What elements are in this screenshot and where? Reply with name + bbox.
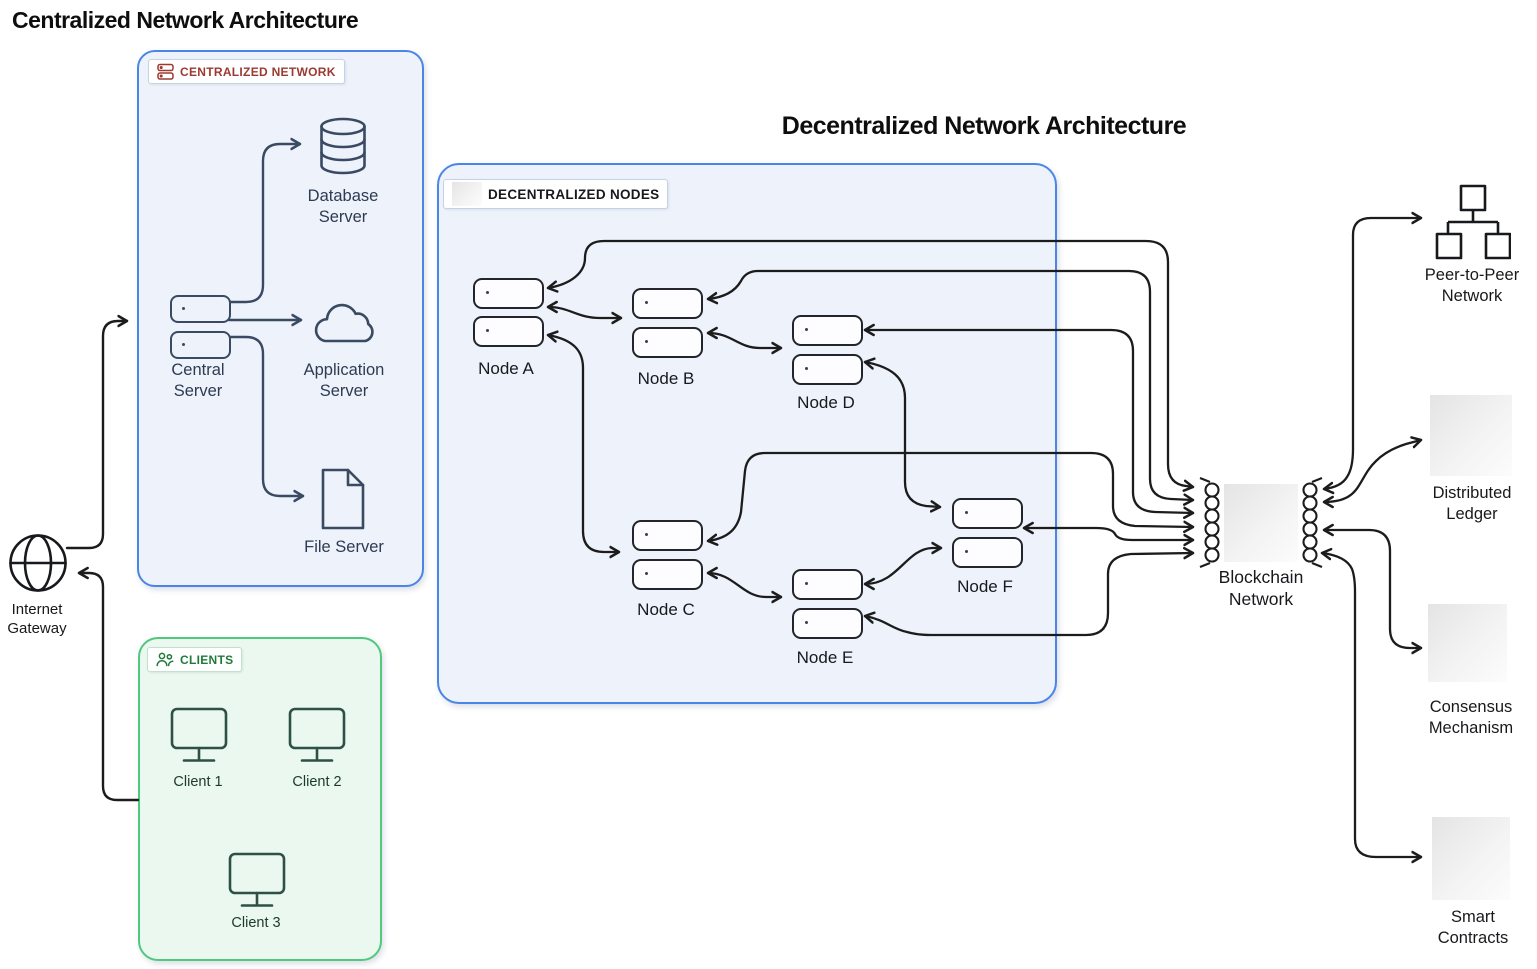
node-a-server-2 (473, 316, 544, 347)
node-d-label: Node D (797, 393, 855, 412)
blockchain-image-placeholder (1224, 484, 1298, 562)
node-e-server-1 (792, 569, 863, 600)
node-c-server-2 (632, 559, 703, 590)
smart-contracts-label: Smart Contracts (1437, 908, 1509, 947)
central-server-label: Central Server (171, 361, 225, 400)
centralized-group-label: CENTRALIZED NETWORK (148, 59, 345, 84)
internet-gateway-icon (7, 532, 69, 594)
application-server-label: Application Server (303, 361, 385, 400)
smart-contracts-placeholder (1432, 817, 1510, 900)
database-server-label: Database Server (307, 187, 379, 226)
decentralized-group-label-text: DECENTRALIZED NODES (488, 186, 660, 202)
node-c-server-1 (632, 520, 703, 551)
node-b-server-1 (632, 288, 703, 319)
node-c-label: Node C (637, 600, 695, 619)
consensus-mechanism-label: Consensus Mechanism (1428, 698, 1514, 737)
central-server-unit-2 (170, 331, 231, 359)
client-2-icon (288, 707, 346, 765)
client-1-icon (170, 707, 228, 765)
peer-to-peer-icon (1435, 184, 1511, 262)
node-d-server-1 (792, 315, 863, 346)
node-a-server-1 (473, 278, 544, 309)
server-stack-icon (157, 63, 174, 81)
node-b-label: Node B (637, 369, 695, 388)
node-b-server-2 (632, 327, 703, 358)
client-2-label: Client 2 (292, 774, 342, 790)
node-e-server-2 (792, 608, 863, 639)
node-f-server-2 (952, 537, 1023, 568)
group-thumbnail-placeholder (452, 182, 482, 206)
node-f-label: Node F (957, 577, 1013, 596)
blockchain-network-label: Blockchain Network (1218, 567, 1304, 609)
client-3-icon (228, 852, 286, 910)
clients-group-label: CLIENTS (147, 647, 243, 672)
central-server-unit-1 (170, 295, 231, 323)
consensus-mechanism-placeholder (1428, 604, 1507, 682)
clients-group-label-text: CLIENTS (180, 652, 234, 667)
client-1-label: Client 1 (173, 774, 223, 790)
node-d-server-2 (792, 354, 863, 385)
internet-gateway-label: Internet Gateway (7, 601, 67, 637)
distributed-ledger-placeholder (1430, 395, 1512, 476)
decentralized-title: Decentralized Network Architecture (781, 112, 1187, 140)
centralized-title: Centralized Network Architecture (12, 7, 359, 33)
file-server-label: File Server (304, 538, 384, 556)
client-3-label: Client 3 (231, 915, 281, 931)
distributed-ledger-label: Distributed Ledger (1432, 484, 1512, 523)
centralized-group-label-text: CENTRALIZED NETWORK (180, 64, 336, 79)
application-server-icon (311, 297, 377, 349)
peer-to-peer-label: Peer-to-Peer Network (1424, 266, 1520, 305)
database-server-icon (318, 117, 368, 175)
node-a-label: Node A (478, 359, 534, 378)
decentralized-group-label: DECENTRALIZED NODES (443, 179, 669, 209)
file-server-icon (320, 467, 366, 531)
users-icon (156, 652, 174, 667)
node-e-label: Node E (796, 648, 854, 667)
clients-box (138, 637, 382, 961)
node-f-server-1 (952, 498, 1023, 529)
